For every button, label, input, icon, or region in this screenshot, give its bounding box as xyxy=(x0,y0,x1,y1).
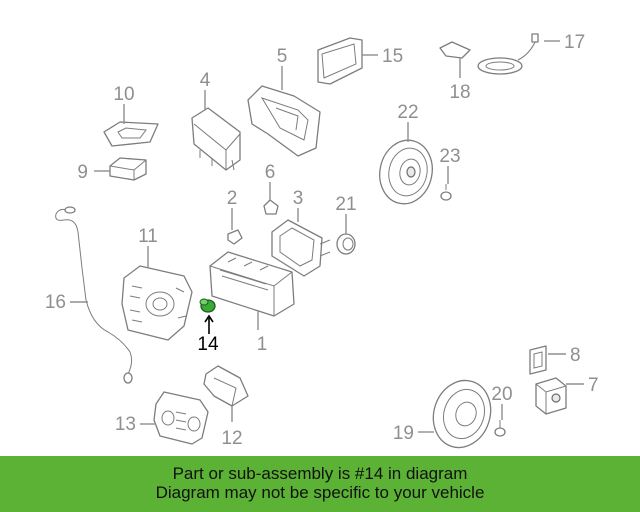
part-7-jack-module xyxy=(535,377,567,415)
part-9-module xyxy=(109,157,147,181)
part-16-cable xyxy=(55,206,133,384)
callout-2: 2 xyxy=(227,188,238,209)
part-11-control-panel xyxy=(121,265,193,341)
callout-20: 20 xyxy=(491,384,512,405)
callout-21: 21 xyxy=(335,194,356,215)
callout-4: 4 xyxy=(200,70,211,91)
part-13-climate-panel xyxy=(153,391,209,445)
callout-14: 14 xyxy=(197,334,219,355)
part-17-antenna-cable xyxy=(477,33,539,75)
part-14-bolt-highlighted[interactable] xyxy=(199,298,216,313)
callout-11: 11 xyxy=(138,226,158,247)
info-banner: Part or sub-assembly is #14 in diagram D… xyxy=(0,456,640,512)
callout-13: 13 xyxy=(115,414,136,435)
banner-line-2: Diagram may not be specific to your vehi… xyxy=(155,483,485,502)
part-8-cover xyxy=(529,345,547,375)
callout-23: 23 xyxy=(439,146,460,167)
callout-1: 1 xyxy=(257,334,268,355)
part-3-display xyxy=(271,219,331,277)
part-20-screw xyxy=(494,420,506,437)
callout-6: 6 xyxy=(265,162,276,183)
part-15-panel xyxy=(317,37,363,85)
callout-18: 18 xyxy=(449,82,470,103)
callout-5: 5 xyxy=(277,46,288,67)
exploded-parts-diagram: 10 9 4 5 15 18 17 xyxy=(45,32,599,449)
part-10-bracket xyxy=(103,121,159,147)
part-5-bracket xyxy=(247,85,321,157)
callout-19: 19 xyxy=(393,423,414,444)
callout-17: 17 xyxy=(564,32,585,53)
callout-8: 8 xyxy=(570,345,581,366)
callout-9: 9 xyxy=(77,162,88,183)
part-4-module xyxy=(191,107,241,171)
part-19-speaker xyxy=(432,379,492,449)
callout-12: 12 xyxy=(221,428,242,449)
callout-7: 7 xyxy=(588,375,599,396)
callout-3: 3 xyxy=(293,188,304,209)
callout-16: 16 xyxy=(45,292,66,313)
callout-22: 22 xyxy=(397,102,418,123)
part-18-clip xyxy=(439,41,471,59)
banner-line-1: Part or sub-assembly is #14 in diagram xyxy=(172,464,468,483)
part-12-bracket xyxy=(203,365,249,407)
part-6-clip xyxy=(263,199,279,215)
part-21-knob xyxy=(336,233,356,255)
part-22-speaker xyxy=(379,139,433,205)
callout-10: 10 xyxy=(113,84,134,105)
part-23-screw xyxy=(440,184,452,201)
part-2-screw xyxy=(227,229,243,245)
callout-15: 15 xyxy=(382,46,403,67)
part-1-radio-unit xyxy=(209,251,295,317)
